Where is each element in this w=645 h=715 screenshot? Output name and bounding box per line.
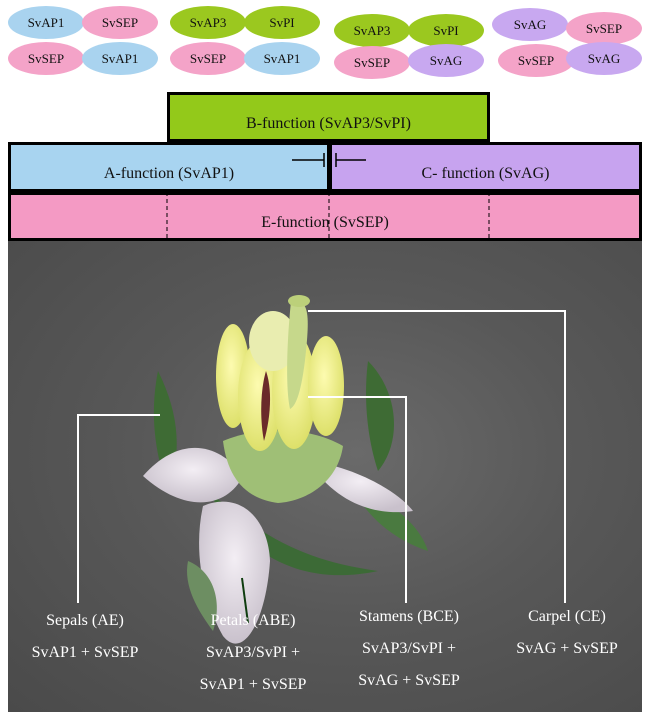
- ellipse-svpi: SvPI: [408, 14, 484, 47]
- ellipse-svpi: SvPI: [244, 6, 320, 39]
- ellipse-svag: SvAG: [408, 44, 484, 77]
- carpel-name: Carpel (CE): [528, 608, 606, 625]
- b-function-bar: B-function (SvAP3/SvPI): [167, 92, 490, 142]
- carpel-genes: SvAG + SvSEP: [516, 640, 618, 657]
- sepals-label: Sepals (AE) SvAP1 + SvSEP: [10, 605, 160, 669]
- ellipse-svsep: SvSEP: [8, 42, 84, 75]
- inhibition-arrows: [292, 153, 366, 167]
- petals: [143, 447, 413, 644]
- petals-genes-line1: SvAP3/SvPI +: [206, 644, 300, 661]
- flower-illustration: [77, 295, 566, 644]
- sepals-leader: [77, 414, 160, 603]
- stamens-leader: [308, 396, 407, 603]
- receptacle: [223, 430, 343, 503]
- ellipse-svsep: SvSEP: [82, 6, 158, 39]
- ellipse-svsep: SvSEP: [566, 12, 642, 45]
- sepals-genes: SvAP1 + SvSEP: [31, 644, 139, 661]
- stamens-genes-line2: SvAG + SvSEP: [358, 672, 460, 689]
- c-inhibits-a-arrow: [335, 153, 366, 167]
- ellipse-svsep: SvSEP: [170, 42, 246, 75]
- stamens-genes-line1: SvAP3/SvPI +: [362, 640, 456, 657]
- petals-leader: [241, 577, 249, 624]
- e-function-bar: E-function (SvSEP): [8, 192, 642, 241]
- petals-label: Petals (ABE) SvAP3/SvPI + SvAP1 + SvSEP: [178, 605, 328, 701]
- leader-lines: [77, 310, 566, 603]
- a-function-label: A-function (SvAP1): [103, 165, 235, 182]
- ellipse-svsep: SvSEP: [334, 46, 410, 79]
- a-function-bar: A-function (SvAP1): [8, 142, 330, 192]
- petals-name: Petals (ABE): [210, 612, 296, 629]
- ellipse-svap1: SvAP1: [8, 6, 84, 39]
- flower-photo: Sepals (AE) SvAP1 + SvSEP Petals (ABE) S…: [8, 241, 642, 712]
- ellipse-svag: SvAG: [566, 42, 642, 75]
- ellipse-svap3: SvAP3: [170, 6, 246, 39]
- ellipse-svap1: SvAP1: [244, 42, 320, 75]
- carpel-label: Carpel (CE) SvAG + SvSEP: [492, 601, 642, 665]
- e-function-label: E-function (SvSEP): [261, 214, 389, 231]
- stamens: [216, 311, 344, 451]
- ellipse-svsep: SvSEP: [498, 44, 574, 77]
- carpel-leader: [308, 310, 566, 603]
- petals-genes-line2: SvAP1 + SvSEP: [199, 676, 307, 693]
- b-function-label: B-function (SvAP3/SvPI): [246, 115, 411, 132]
- a-inhibits-c-arrow: [292, 153, 325, 167]
- ellipse-svag: SvAG: [492, 8, 568, 41]
- c-function-label: C- function (SvAG): [421, 165, 550, 182]
- ellipse-svap3: SvAP3: [334, 14, 410, 47]
- carpel: [287, 295, 310, 409]
- ellipse-svap1: SvAP1: [82, 42, 158, 75]
- c-function-bar: C- function (SvAG): [329, 142, 642, 192]
- stamens-name: Stamens (BCE): [359, 608, 459, 625]
- sepals-name: Sepals (AE): [46, 612, 124, 629]
- stamens-label: Stamens (BCE) SvAP3/SvPI + SvAG + SvSEP: [334, 601, 484, 697]
